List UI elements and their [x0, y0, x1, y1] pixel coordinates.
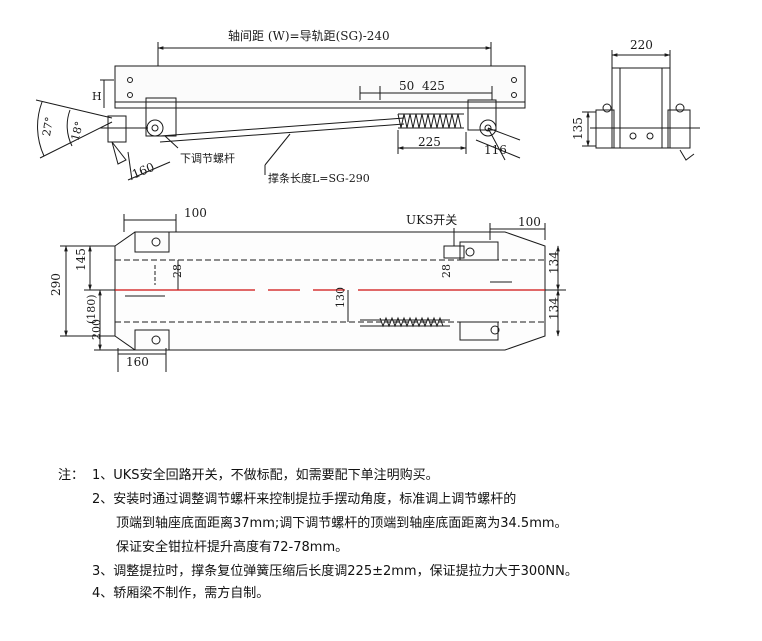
dim-220: 220	[630, 38, 653, 52]
dim-50: 50	[399, 79, 414, 93]
dim-116: 116	[484, 143, 507, 157]
dim-160-front: 160	[130, 160, 156, 182]
note-2a: 2、安装时通过调整调节螺杆来控制提拉手摆动角度，标准调上调节螺杆的	[92, 492, 517, 507]
dim-28-right: 28	[440, 264, 453, 278]
dim-h: H	[92, 90, 102, 103]
dim-200: 200	[90, 319, 103, 340]
note-4: 4、轿厢梁不制作，需方自制。	[92, 586, 270, 601]
wheelbase-label: 轴间距 (W)=导轨距(SG)-240	[228, 28, 390, 43]
dim-145: 145	[74, 248, 88, 271]
front-view	[35, 42, 526, 181]
uks-switch-label: UKS开关	[406, 213, 457, 227]
angle-18: 18°	[69, 120, 87, 142]
side-view	[582, 50, 700, 161]
note-2b: 顶端到轴座底面距离37mm;调下调节螺杆的顶端到轴座底面距离为34.5mm。	[116, 516, 568, 531]
note-3: 3、调整提拉时，撑条复位弹簧压缩后长度调225±2mm，保证提拉力大于300NN…	[92, 564, 578, 579]
dim-135: 135	[571, 117, 585, 140]
notes-prefix: 注：	[58, 468, 85, 483]
dim-180: (180)	[85, 294, 98, 324]
note-1: 1、UKS安全回路开关，不做标配，如需要配下单注明购买。	[92, 468, 439, 483]
angle-27: 27°	[40, 116, 56, 137]
note-2c: 保证安全钳拉杆提升高度有72-78mm。	[116, 540, 349, 555]
dim-100-left: 100	[184, 206, 207, 220]
dim-160-plan: 160	[126, 355, 149, 369]
dim-100-right: 100	[518, 215, 541, 229]
plan-view	[60, 214, 566, 372]
dim-28-left: 28	[171, 264, 184, 278]
dim-425: 425	[422, 79, 445, 93]
dim-134-bottom: 134	[547, 297, 561, 320]
dim-225: 225	[418, 135, 441, 149]
dim-290: 290	[49, 273, 63, 296]
dim-130: 130	[334, 287, 347, 308]
brace-label: 撑条长度L=SG-290	[268, 171, 370, 185]
dim-134-top: 134	[547, 251, 561, 274]
technical-drawing: 轴间距 (W)=导轨距(SG)-240 50 425 225 116 H 27°…	[35, 28, 700, 372]
lower-screw-label: 下调节螺杆	[180, 151, 235, 165]
